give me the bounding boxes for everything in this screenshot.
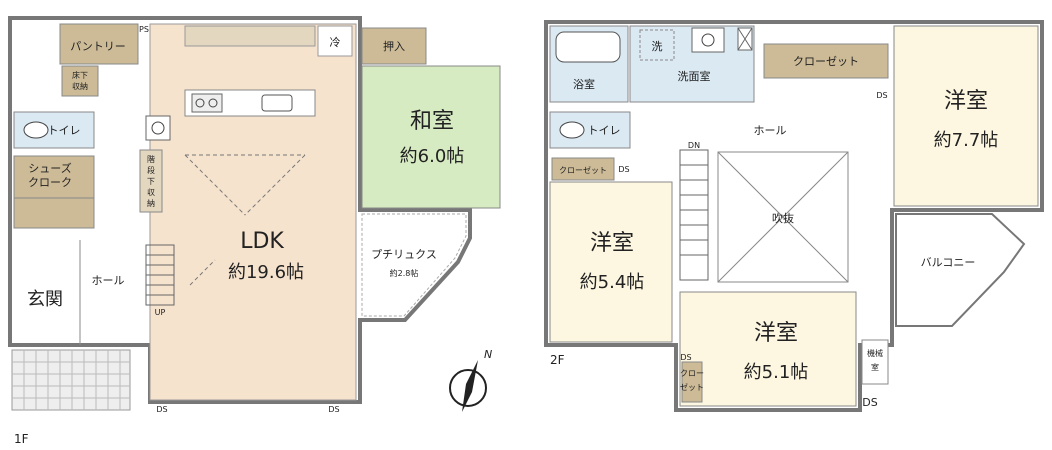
- machine-room-line1: 機械: [867, 348, 883, 358]
- under-stairs-char5: 納: [147, 198, 155, 208]
- toilet-2f-label: トイレ: [588, 124, 621, 137]
- bath-label: 浴室: [573, 77, 595, 91]
- hall-1f-label: ホール: [92, 274, 125, 287]
- oshiire: [361, 27, 427, 65]
- under-stairs-char1: 階: [147, 154, 155, 164]
- washroom-label: 洗面室: [678, 69, 711, 83]
- floor-1: 冷 LDK 約19.6帖 パントリー 床下 収納 PS トイレ シューズ クロー…: [8, 16, 501, 446]
- closet-small-label: クローゼット: [559, 165, 607, 175]
- under-stairs-char2: 段: [147, 165, 155, 175]
- pantry-label: パントリー: [70, 40, 126, 53]
- washbasin-1f: [145, 115, 171, 141]
- oshiire-label: 押入: [383, 39, 405, 53]
- petit-ricks-area: 約2.8帖: [390, 268, 419, 278]
- bathtub-icon: [555, 31, 621, 63]
- shoe-cloak-line2: クローク: [28, 176, 72, 189]
- balcony: [895, 213, 1026, 327]
- ds-2f-corner: DS: [862, 396, 877, 409]
- ldk-area: 約19.6帖: [228, 262, 304, 283]
- closet-small: [551, 157, 615, 181]
- petit-ricks-room: [361, 213, 467, 317]
- ds-1f-right: DS: [328, 405, 339, 414]
- machine-room: [861, 339, 889, 385]
- floor2-label: 2F: [550, 353, 565, 367]
- western-room-5-1: [679, 291, 857, 407]
- ds-2f-bottom: DS: [680, 353, 691, 362]
- western-room-5-4-area: 約5.4帖: [580, 272, 645, 293]
- washitsu-area: 約6.0帖: [400, 146, 465, 167]
- ldk-floor: [149, 23, 357, 401]
- western-room-5-1-label: 洋室: [754, 321, 798, 346]
- ds-2f-mid: DS: [618, 165, 629, 174]
- hall-2f-label: ホール: [754, 124, 787, 137]
- western-room-7-7-area: 約7.7帖: [934, 130, 999, 151]
- stove-icon: [191, 93, 223, 113]
- wash-basin-2f: [691, 27, 725, 53]
- pantry-room: [59, 23, 139, 65]
- petit-ricks-label: プチリュクス: [371, 248, 437, 261]
- closet-vertical-line2: ゼット: [680, 382, 704, 392]
- toilet-icon: [23, 121, 49, 139]
- western-room-5-4-label: 洋室: [590, 231, 634, 256]
- floor-2: 浴室 洗 洗面室 クローゼット DS 洋室 約7.7帖 トイレ ホール クローゼ…: [544, 20, 1044, 412]
- compass: N: [449, 348, 492, 412]
- toilet-1f-label: トイレ: [48, 124, 81, 137]
- underfloor-storage: [61, 65, 99, 97]
- sink-icon: [261, 94, 293, 112]
- ds-2f-top: DS: [876, 91, 887, 100]
- void-label: 吹抜: [772, 211, 794, 225]
- compass-north: N: [484, 348, 492, 361]
- back-counter: [184, 25, 316, 47]
- western-room-5-4: [549, 181, 673, 343]
- closet-vertical: [681, 361, 703, 403]
- underfloor-storage-line1: 床下: [72, 70, 88, 80]
- underfloor-storage-line2: 収納: [72, 81, 88, 91]
- under-stairs-storage: [139, 149, 163, 213]
- laundry-space: [639, 29, 675, 61]
- shoe-cloak-line1: シューズ: [28, 161, 71, 175]
- washitsu-label: 和室: [410, 109, 454, 134]
- closet-top: [763, 43, 889, 79]
- stairs-2f: [679, 149, 709, 281]
- up-label: UP: [155, 308, 166, 317]
- western-room-7-7-label: 洋室: [944, 89, 988, 114]
- porch-tiles: [11, 349, 131, 411]
- western-room-5-1-area: 約5.1帖: [744, 362, 809, 383]
- under-stairs-char4: 収: [147, 187, 155, 197]
- ds-1f-left: DS: [156, 405, 167, 414]
- closet-vertical-line1: クロー: [680, 369, 704, 378]
- laundry-label: 洗: [652, 40, 663, 53]
- compass-needle: [462, 360, 478, 412]
- entrance-label: 玄関: [27, 289, 63, 310]
- ldk-label: LDK: [240, 229, 284, 254]
- machine-room-line2: 室: [871, 362, 879, 372]
- fridge: [317, 25, 353, 57]
- stairs-1f: [145, 244, 175, 306]
- washitsu-room: [361, 65, 501, 209]
- under-stairs-char3: 下: [147, 177, 155, 186]
- dn-label: DN: [688, 141, 700, 150]
- ps-label: PS: [139, 25, 149, 34]
- shoe-cloak: [13, 155, 95, 229]
- western-room-7-7: [893, 25, 1039, 207]
- closet-top-label: クローゼット: [793, 55, 859, 68]
- fridge-label: 冷: [330, 36, 341, 49]
- balcony-label: バルコニー: [921, 256, 976, 269]
- toilet-2f-icon: [559, 121, 585, 139]
- floor1-label: 1F: [14, 432, 29, 446]
